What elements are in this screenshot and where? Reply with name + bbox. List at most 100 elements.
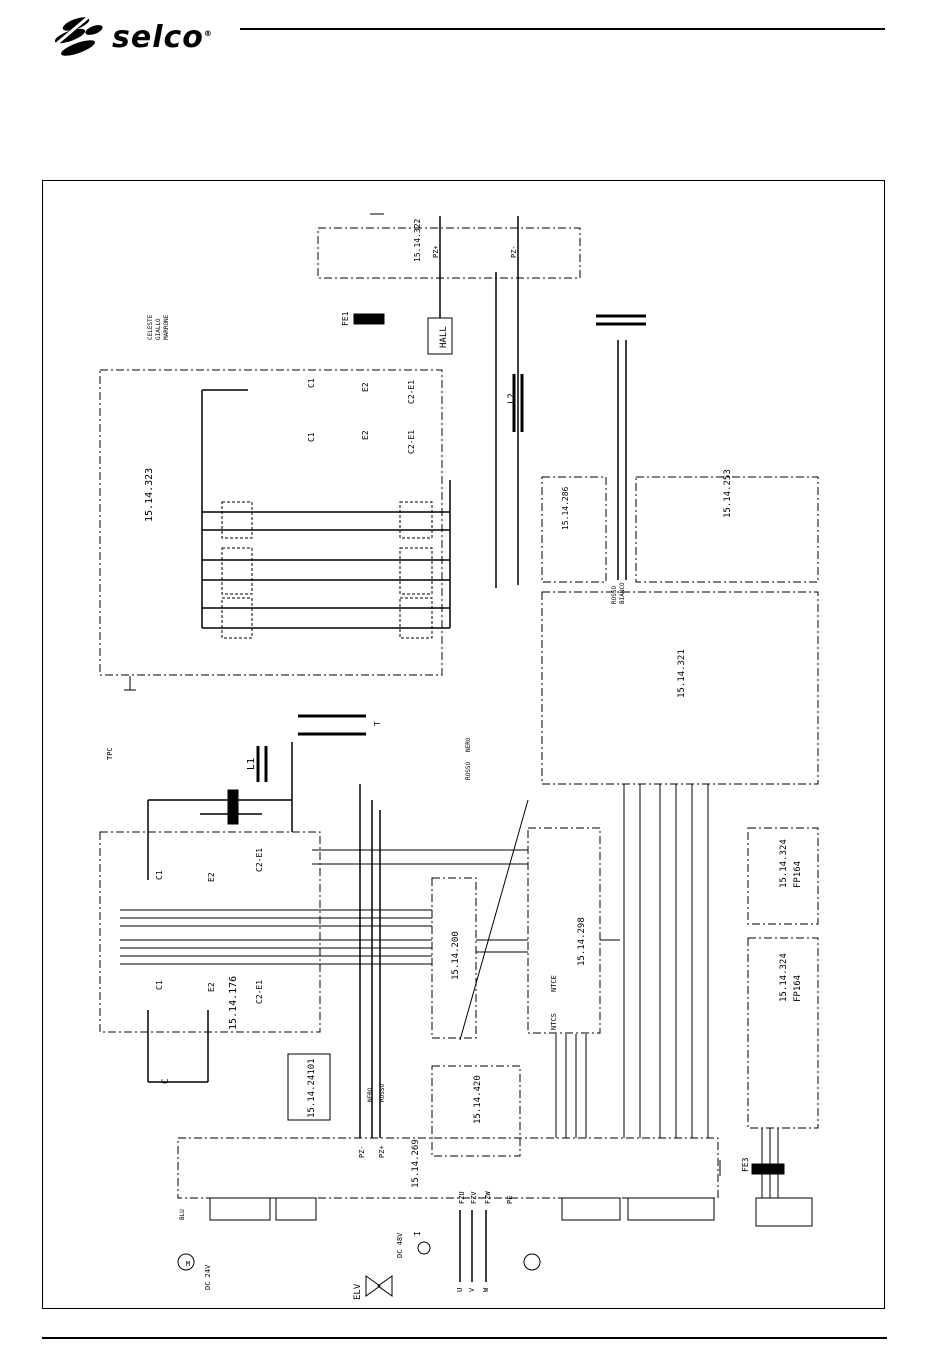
schematic-label: NTCE [550,975,558,992]
label-15-14-269: 15.14.269 [411,1139,421,1188]
schematic-label: W [482,1287,490,1292]
connector-cn3 [209,1197,271,1221]
schematic-label: NTCS [550,1013,558,1030]
schematic-label: ROSSO [611,586,618,604]
label-l1: L1 [246,758,257,770]
valve-elv-icon [365,1275,381,1297]
ground-symbol-icon [523,1253,541,1271]
label-fe3: FE3 [741,1157,750,1172]
schematic-label: ROSSO [379,1084,386,1102]
schematic-label: FZV [470,1191,478,1204]
schematic-label: NERO [465,737,472,752]
schematic-label: U [456,1288,464,1292]
label-c: C [161,1079,171,1084]
board-15-14-321 [541,591,819,785]
board-15-14-24101 [287,1053,331,1121]
connector-cn4 [275,1197,317,1221]
schematic-label: PE [506,1196,514,1204]
fan-motor [177,1253,195,1271]
label-15-14-24101: 15.14.24101 [307,1058,317,1118]
label-t: T [373,721,382,726]
label-15-14-322: 15.14.322 [413,218,422,262]
diode-modules [221,501,433,639]
schematic-label: BLU [179,1209,186,1220]
schematic-label: C2-E1 [255,848,264,872]
header-rule [240,28,885,30]
label-fe1: FE1 [341,311,350,326]
schematic-label: C2-E1 [255,980,264,1004]
schematic-label: C1 [155,980,164,990]
label-fp164-b: FP164 [793,975,803,1002]
schematic-label: FZU [458,1191,466,1204]
inductor-l1 [256,746,268,782]
label-hall: HALL [439,326,449,348]
label-fp164-a: FP164 [793,861,803,888]
schematic-label: PZ+ [378,1145,386,1158]
board-15-14-323 [99,369,443,676]
schematic-label: C1 [155,870,164,880]
schematic-frame [42,180,885,1309]
label-15-14-200: 15.14.200 [451,931,461,980]
ferrite-fe1 [353,313,385,325]
schematic-label: C2-E1 [407,380,416,404]
schematic-label: PZ- [358,1145,366,1158]
schematic-label: CELESTE [147,314,154,340]
selco-logo-mark [53,12,103,56]
board-15-14-324-a [747,827,819,925]
board-15-14-176 [99,831,321,1033]
footer-rule [42,1337,887,1339]
label-15-14-420: 15.14.420 [473,1075,483,1124]
label-15-14-321: 15.14.321 [677,649,687,698]
board-15-14-420 [431,1065,521,1157]
main-switch-icon [417,1241,431,1255]
brand-wordmark: selco® [112,20,213,55]
schematic-label: FZW [484,1191,492,1204]
board-15-14-286 [541,476,607,583]
label-15-14-324-a: 15.14.324 [779,839,789,888]
schematic-label: C1 [307,378,316,388]
label-15-14-324-b: 15.14.324 [779,953,789,1002]
schematic-label: E2 [361,430,370,440]
schematic-label: M [186,1260,190,1268]
board-15-14-298 [527,827,601,1034]
schematic-label: V [468,1287,476,1292]
schematic-label: E2 [207,982,216,992]
connector-cn6 [627,1197,715,1221]
connector-j24 [755,1197,813,1227]
schematic-label: C2-E1 [407,430,416,454]
schematic-label: DC 48V [396,1232,404,1258]
label-15-14-253: 15.14.253 [723,469,733,518]
schematic-label: PZ+ [432,245,440,258]
board-15-14-322 [317,227,581,279]
inductor-l2 [512,374,524,432]
schematic-label: ROSSO [465,762,472,780]
board-15-14-253 [635,476,819,583]
label-15-14-323: 15.14.323 [144,468,155,522]
chassis-ground-icon [124,213,721,1176]
schematic-label: C1 [307,432,316,442]
choke-jh [596,314,646,326]
schematic-label: NERO [367,1087,374,1102]
board-15-14-200 [431,877,477,1039]
label-l2: L2 [507,393,517,404]
connector-cn5 [561,1197,621,1221]
board-15-14-324-b [747,937,819,1129]
transformer-t [298,714,366,736]
board-15-14-269 [177,1137,719,1199]
schematic-label: E2 [361,382,370,392]
ferrite-bus [227,789,239,825]
schematic-label: PZ- [510,245,518,258]
label-elv: ELV [353,1283,363,1300]
schematic-label: I [413,1231,422,1236]
schematic-label: GIALLO [155,318,162,340]
schematic-label: DC 24V [204,1264,212,1290]
label-15-14-176: 15.14.176 [228,976,239,1030]
schematic-label: TPC [106,747,114,760]
schematic-label: E2 [207,872,216,882]
schematic-label: BIANCO [619,582,626,604]
ferrite-fe3 [751,1163,785,1175]
selco-logo [48,8,238,58]
label-15-14-298: 15.14.298 [577,917,587,966]
label-15-14-286: 15.14.286 [561,486,570,530]
